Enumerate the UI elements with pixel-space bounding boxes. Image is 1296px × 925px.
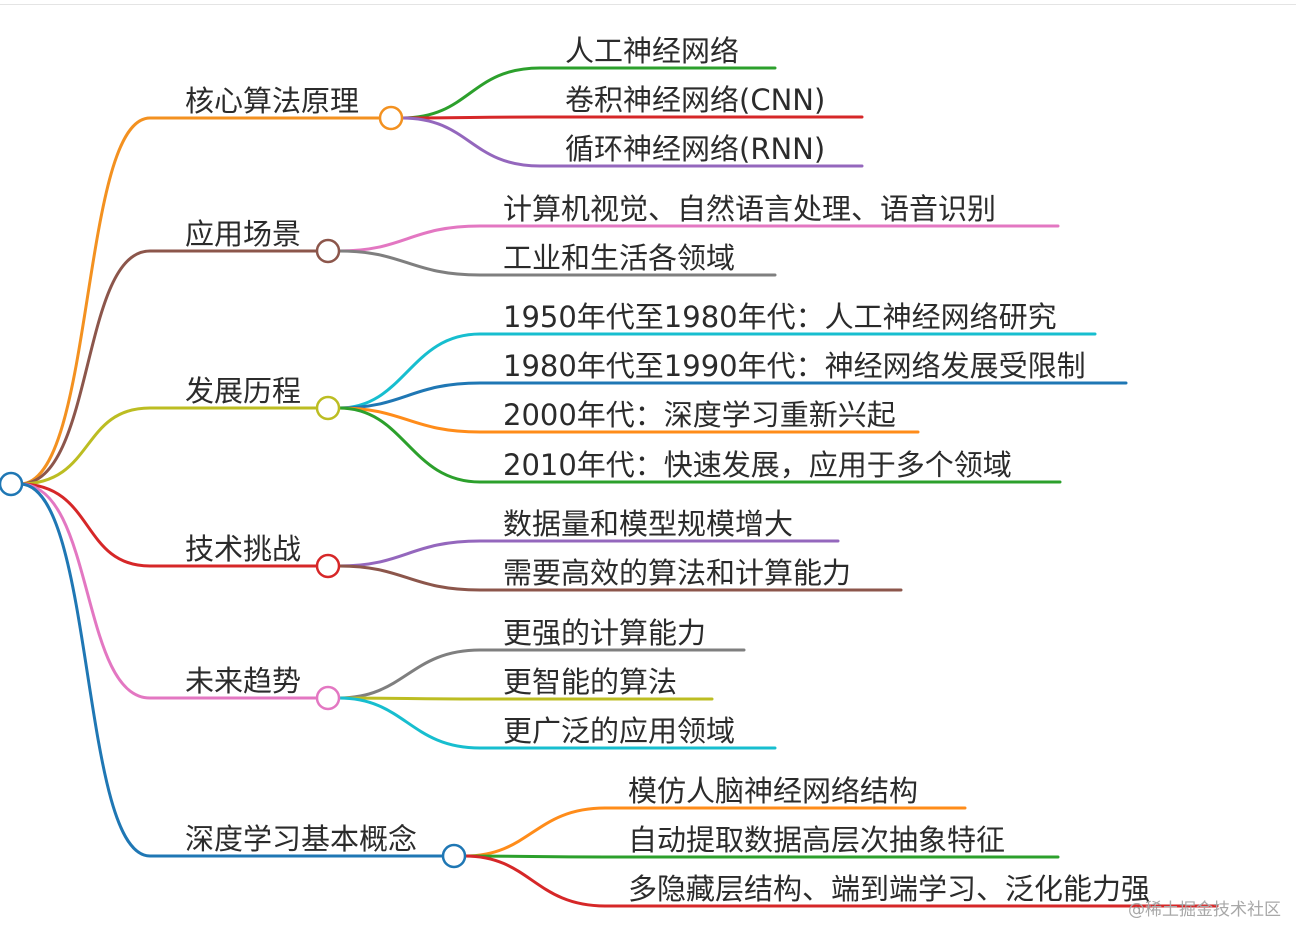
child-label: 更广泛的应用领域 [503,714,735,748]
child-edge [337,539,840,568]
child-edge [337,406,920,434]
child-edge [337,224,1060,253]
child-label: 需要高效的算法和计算能力 [503,556,851,590]
branch-label-history: 发展历程 [185,374,301,408]
child-label: 数据量和模型规模增大 [503,507,793,541]
branch-edge-basic-concepts [18,482,445,858]
child-edge [400,66,777,120]
child-edge [400,115,864,120]
child-label: 1950年代至1980年代：人工神经网络研究 [503,300,1057,334]
child-edge [400,116,864,168]
child-label: 1980年代至1990年代：神经网络发展受限制 [503,349,1086,383]
child-edge [337,696,714,701]
child-edge [337,564,903,592]
child-edge [463,806,967,858]
child-label: 模仿人脑神经网络结构 [628,774,918,808]
child-label: 自动提取数据高层次抽象特征 [628,823,1005,857]
child-label: 人工神经网络 [565,34,739,68]
branch-label-applications: 应用场景 [185,217,301,251]
child-label: 2000年代：深度学习重新兴起 [503,398,896,432]
child-edge [337,648,746,700]
child-edge [463,854,1219,908]
branch-edge-challenges [18,482,319,568]
branch-edge-history [18,406,319,486]
branch-node-circle [315,395,341,421]
child-label: 计算机视觉、自然语言处理、语音识别 [503,192,996,226]
child-edge [337,249,777,277]
branch-node-circle [441,843,467,869]
child-edge [337,332,1097,410]
child-label: 循环神经网络(RNN) [565,132,825,166]
branch-node-circle [315,238,341,264]
child-label: 卷积神经网络(CNN) [565,83,825,117]
child-label: 更强的计算能力 [503,616,706,650]
branch-edge-core-algorithms [18,116,382,486]
child-label: 工业和生活各领域 [503,241,735,275]
child-edge [463,854,1060,859]
branch-edge-applications [18,249,319,486]
branch-label-core-algorithms: 核心算法原理 [185,84,359,118]
branch-edge-future [18,482,319,700]
branch-node-circle [315,685,341,711]
child-edge [337,381,1128,410]
branch-label-challenges: 技术挑战 [185,532,301,566]
child-edge [337,406,1062,484]
top-divider [0,4,1296,5]
child-label: 更智能的算法 [503,665,677,699]
child-label: 2010年代：快速发展，应用于多个领域 [503,448,1012,482]
branch-label-basic-concepts: 深度学习基本概念 [185,822,417,856]
branch-label-future: 未来趋势 [185,664,301,698]
child-label: 多隐藏层结构、端到端学习、泛化能力强 [628,872,1150,906]
branch-node-circle [315,553,341,579]
root-node-circle [0,471,24,497]
branch-node-circle [378,105,404,131]
child-edge [337,696,777,750]
watermark: @稀土掘金技术社区 [1128,900,1281,920]
